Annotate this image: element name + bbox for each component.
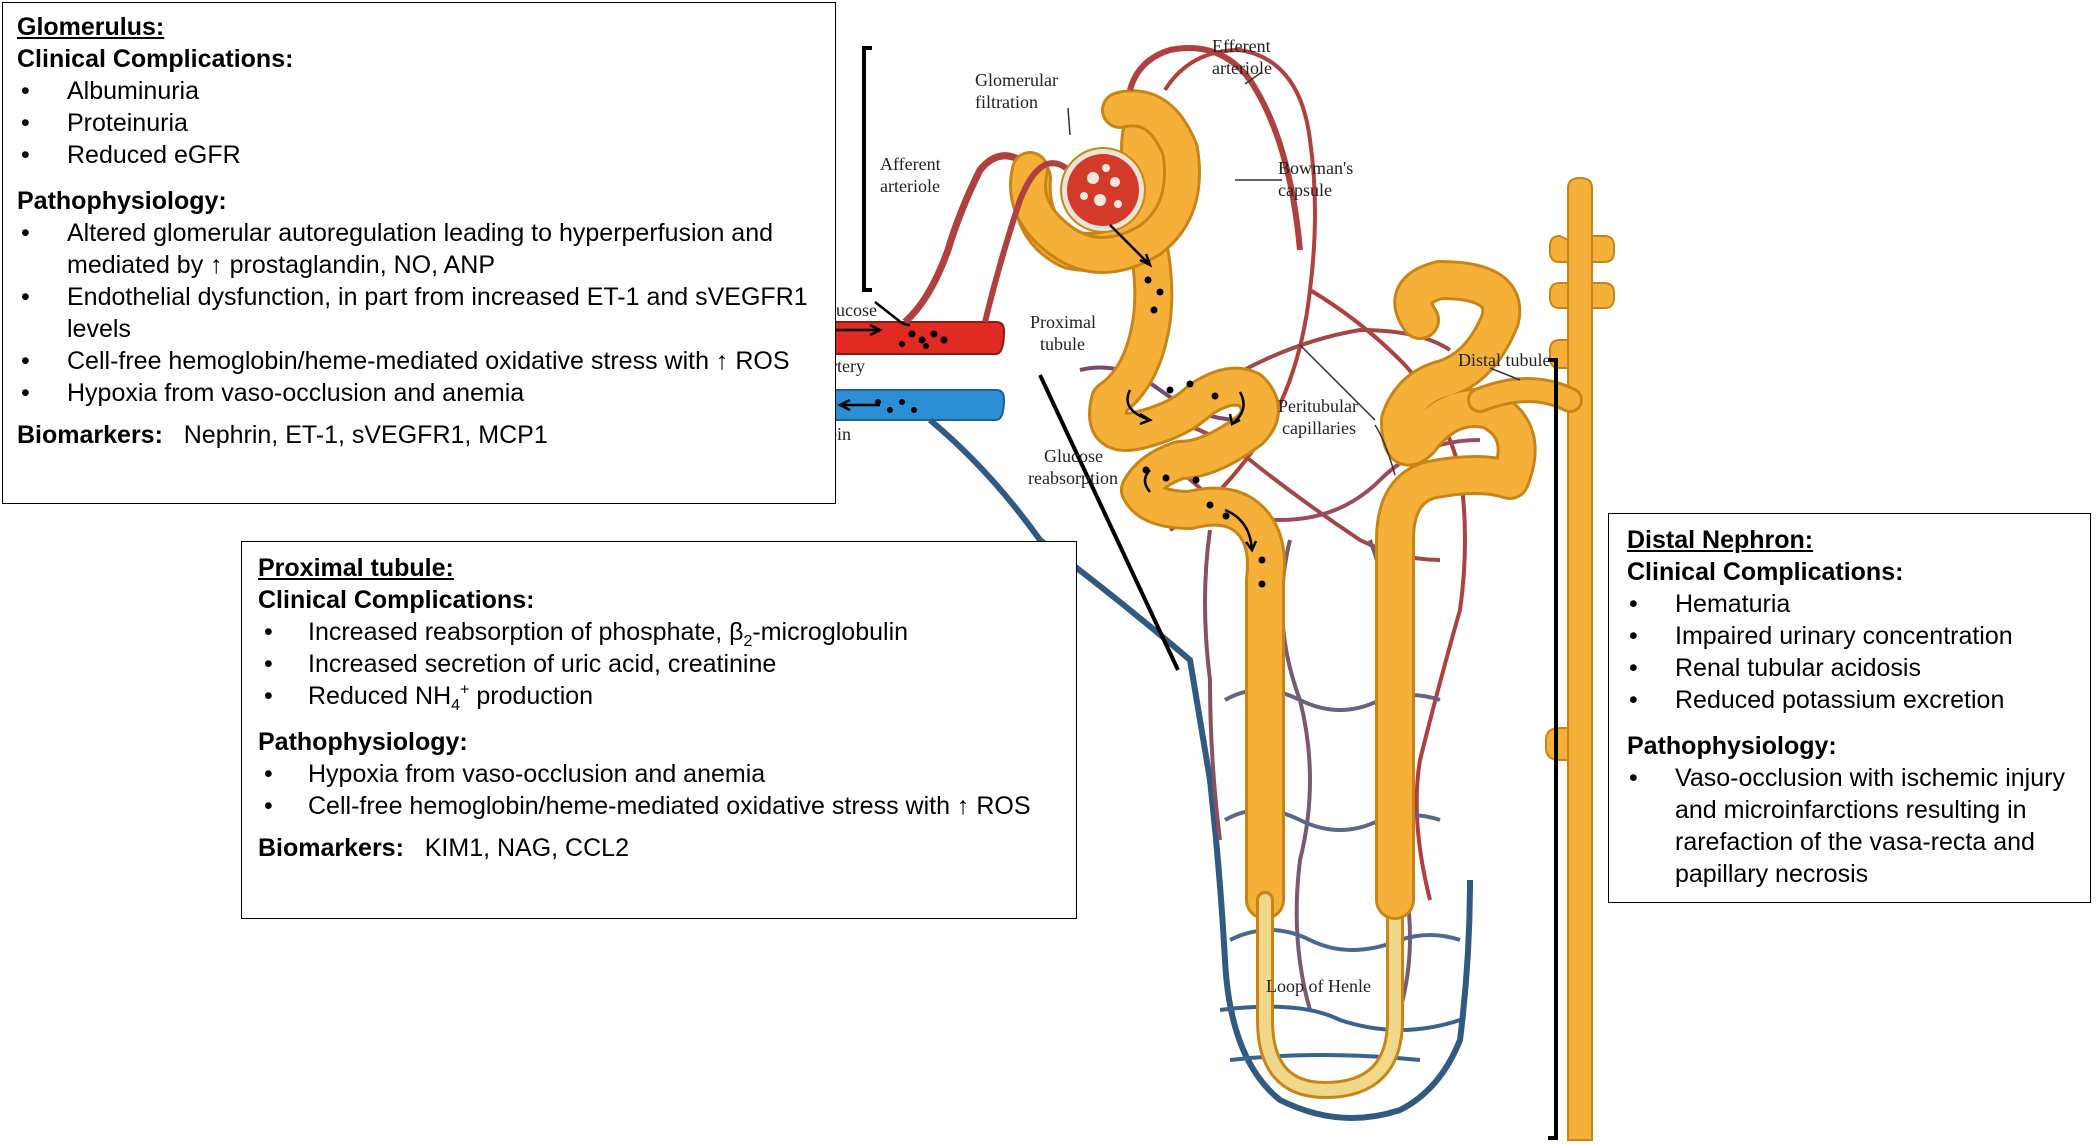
distal-clinical-heading: Clinical Complications: [1627,558,1904,586]
label-distal-tubule: Distal tubule [1458,350,1551,370]
list-item: Hypoxia from vaso-occlusion and anemia [17,377,821,409]
biomarkers-label: Biomarkers: [17,421,163,449]
glomerulus-clinical-heading: Clinical Complications: [17,45,294,73]
list-item: Hematuria [1627,588,2074,620]
glomerulus-tuft [1067,154,1139,226]
list-item: Albuminuria [17,75,821,107]
distal-title: Distal Nephron: [1627,526,1814,554]
list-item: Increased reabsorption of phosphate, β2-… [258,616,1060,650]
distal-patho-heading: Pathophysiology: [1627,732,1837,760]
proximal-tubule-box: Proximal tubule: Clinical Complications:… [241,541,1077,919]
list-item: Proteinuria [17,107,821,139]
glomerulus-patho-heading: Pathophysiology: [17,187,227,215]
proximal-biomarkers: Biomarkers: KIM1, NAG, CCL2 [258,832,1060,864]
proximal-clinical-heading: Clinical Complications: [258,586,535,614]
list-item: Impaired urinary concentration [1627,620,2074,652]
proximal-title: Proximal tubule: [258,554,454,582]
list-item: Reduced NH4+ production [258,680,1060,714]
list-item: Reduced eGFR [17,139,821,171]
proximal-patho-list: Hypoxia from vaso-occlusion and anemia C… [258,758,1060,822]
region-brackets [862,46,1558,1140]
biomarkers-label: Biomarkers: [258,834,404,862]
list-item: Vaso-occlusion with ischemic injury and … [1627,762,2074,890]
glomerulus-patho-list: Altered glomerular autoregulation leadin… [17,217,821,409]
label-leaders [1067,71,1521,476]
list-item: Altered glomerular autoregulation leadin… [17,217,821,281]
biomarkers-values: Nephrin, ET-1, sVEGFR1, MCP1 [183,421,548,449]
proximal-clinical-list: Increased reabsorption of phosphate, β2-… [258,616,1060,714]
glomerulus-clinical-list: Albuminuria Proteinuria Reduced eGFR [17,75,821,171]
list-item: Renal tubular acidosis [1627,652,2074,684]
list-item: Increased secretion of uric acid, creati… [258,648,1060,680]
glomerulus-box: Glomerulus: Clinical Complications: Albu… [2,2,836,504]
proximal-patho-heading: Pathophysiology: [258,728,468,756]
label-loop-of-henle: Loop of Henle [1266,976,1371,996]
list-item: Cell-free hemoglobin/heme-mediated oxida… [17,345,821,377]
glomerulus-biomarkers: Biomarkers: Nephrin, ET-1, sVEGFR1, MCP1 [17,419,821,451]
list-item: Endothelial dysfunction, in part from in… [17,281,821,345]
list-item: Hypoxia from vaso-occlusion and anemia [258,758,1060,790]
list-item: Cell-free hemoglobin/heme-mediated oxida… [258,790,1060,822]
arterioles [982,45,1303,323]
biomarkers-values: KIM1, NAG, CCL2 [424,834,629,862]
renal-vein [829,389,1473,1121]
glomerulus-title: Glomerulus: [17,13,165,41]
distal-patho-list: Vaso-occlusion with ischemic injury and … [1627,762,2074,890]
distal-nephron-box: Distal Nephron: Clinical Complications: … [1608,513,2091,903]
list-item: Reduced potassium excretion [1627,684,2074,716]
distal-clinical-list: Hematuria Impaired urinary concentration… [1627,588,2074,716]
collecting-duct [1545,176,1615,1141]
